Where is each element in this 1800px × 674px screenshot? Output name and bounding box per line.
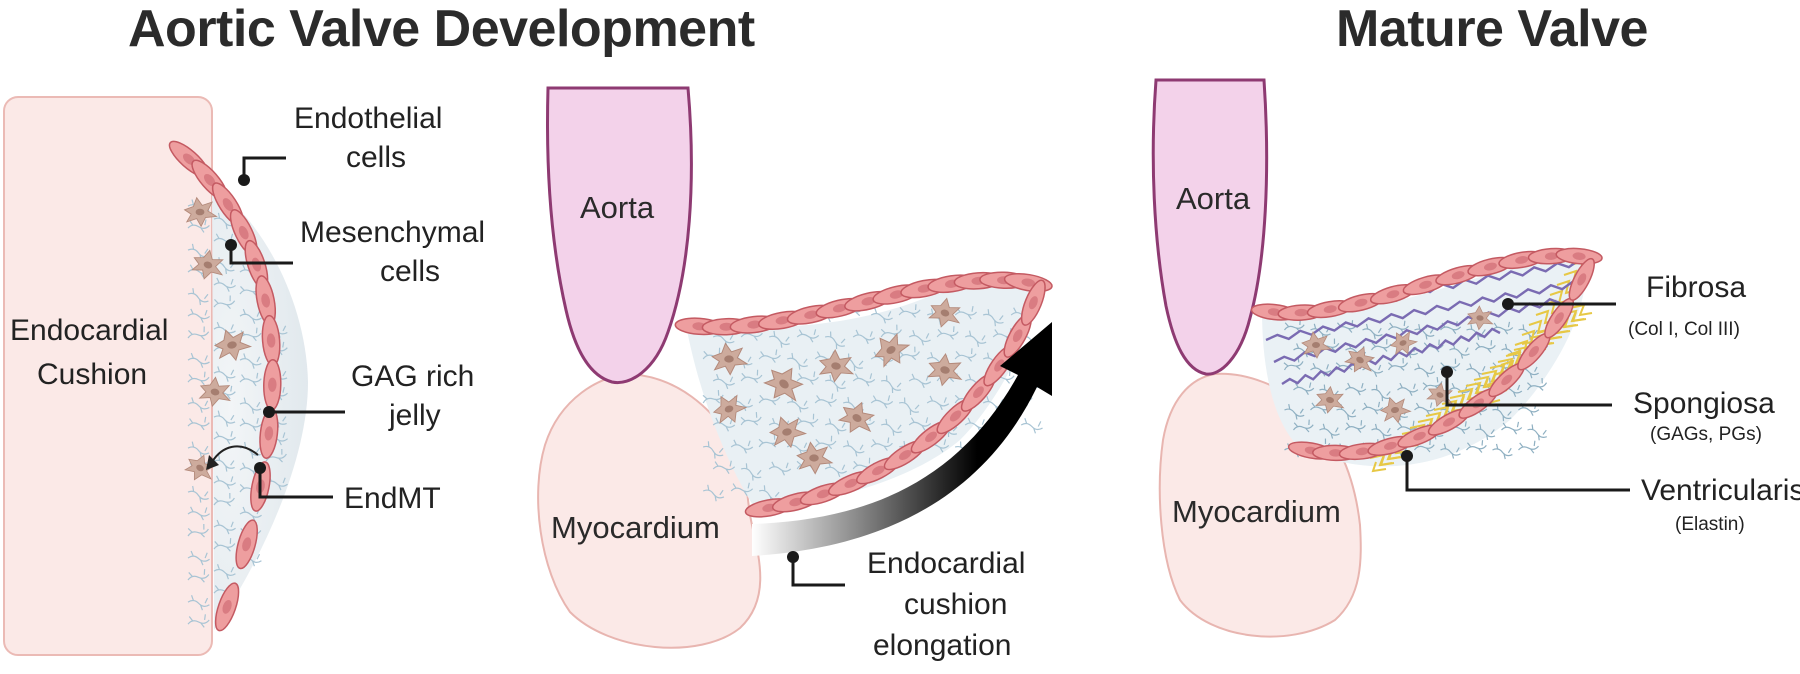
label-aorta-3: Aorta xyxy=(1176,181,1251,216)
panel-mature-valve xyxy=(1151,78,1630,638)
gag-strands-elongation xyxy=(702,302,1043,503)
endmt-arrow xyxy=(211,445,259,463)
leader-spongiosa xyxy=(1445,372,1612,407)
leader-dots-panel1 xyxy=(225,174,275,474)
label-endmt: EndMT xyxy=(344,482,441,515)
endothelial-cell xyxy=(1020,279,1046,326)
aorta-shape-3 xyxy=(1151,78,1269,376)
cushion-jelly-2 xyxy=(686,280,1037,510)
endothelial-layer-elongation xyxy=(674,271,1053,518)
endothelial-cell xyxy=(214,582,240,632)
mesenchymal-cell xyxy=(213,329,253,362)
title-mature-valve: Mature Valve xyxy=(1336,0,1648,58)
mesenchymal-cell xyxy=(191,249,224,280)
endothelial-cell xyxy=(255,275,277,326)
label-elongation-2: cushion xyxy=(904,588,1008,621)
label-mesenchymal-cells: cells xyxy=(380,255,441,288)
label-elongation-1: Endocardial xyxy=(867,547,1026,580)
mesenchymal-cell xyxy=(183,196,218,228)
mesenchymal-cell xyxy=(837,401,876,434)
label-myocardium-2: Myocardium xyxy=(551,510,720,545)
mesenchymal-cell xyxy=(818,348,855,383)
mesenchymal-cell xyxy=(763,367,804,402)
endocardial-cushion-block xyxy=(3,96,213,656)
endmt-arrowhead xyxy=(206,455,219,470)
gag-jelly-region xyxy=(212,185,308,630)
mesenchymal-cell xyxy=(768,416,808,449)
mesenchymal-cell xyxy=(927,352,963,387)
label-gag-rich: GAG rich xyxy=(351,360,475,393)
label-spongiosa-detail: (GAGs, PGs) xyxy=(1650,424,1762,445)
label-endothelial-cells: cells xyxy=(346,141,407,174)
mesenchymal-cell xyxy=(198,376,231,408)
panel-endocardial-cushion xyxy=(3,96,345,656)
mesenchymal-cell xyxy=(1467,305,1494,331)
leader-endothelial xyxy=(242,156,286,178)
mesenchymal-cell xyxy=(184,454,216,481)
label-fibrosa-detail: (Col I, Col III) xyxy=(1628,319,1740,340)
mesenchymal-cell xyxy=(711,342,749,376)
label-myocardium-3: Myocardium xyxy=(1172,494,1341,529)
label-elongation-3: elongation xyxy=(873,629,1012,662)
mesenchymal-cell xyxy=(1315,385,1345,414)
label-spongiosa: Spongiosa xyxy=(1633,387,1775,420)
mesenchymal-cells-elongation xyxy=(711,297,963,475)
endothelial-cell xyxy=(263,359,282,411)
leader-elongation xyxy=(787,551,845,587)
mesenchymal-cells-cushion xyxy=(183,196,253,481)
mesenchymal-cell xyxy=(796,441,834,475)
aorta-shape-2 xyxy=(546,86,693,385)
label-ventricularis: Ventricularis xyxy=(1641,474,1800,507)
leader-endmt xyxy=(258,468,333,499)
label-aorta-2: Aorta xyxy=(580,190,655,225)
label-fibrosa: Fibrosa xyxy=(1646,271,1747,304)
label-endocardial: Endocardial xyxy=(10,314,169,347)
label-mesenchymal: Mesenchymal xyxy=(300,216,486,249)
leader-ventricularis xyxy=(1405,456,1630,492)
leader-dots-panel3 xyxy=(1401,298,1514,462)
label-cushion: Cushion xyxy=(37,358,148,391)
label-jelly: jelly xyxy=(389,399,441,432)
mesenchymal-cell xyxy=(1379,396,1412,424)
label-endothelial: Endothelial xyxy=(294,102,443,135)
endothelial-cell xyxy=(1568,257,1595,301)
mesenchymal-cell xyxy=(928,297,961,328)
mesenchymal-cell xyxy=(712,394,748,424)
endothelial-cell xyxy=(235,519,258,570)
mesenchymal-cell xyxy=(1301,331,1333,359)
panel-elongation xyxy=(537,86,1053,649)
title-aortic-valve-development: Aortic Valve Development xyxy=(128,0,755,58)
label-ventricularis-detail: (Elastin) xyxy=(1675,514,1745,535)
mesenchymal-cell xyxy=(874,332,911,368)
endothelial-layer-mature xyxy=(1250,247,1603,462)
elongation-arrow xyxy=(752,322,1052,556)
leaders-panel3 xyxy=(1405,302,1630,492)
mesenchymal-cell xyxy=(1344,346,1376,373)
mesenchymal-cell xyxy=(1389,331,1419,356)
